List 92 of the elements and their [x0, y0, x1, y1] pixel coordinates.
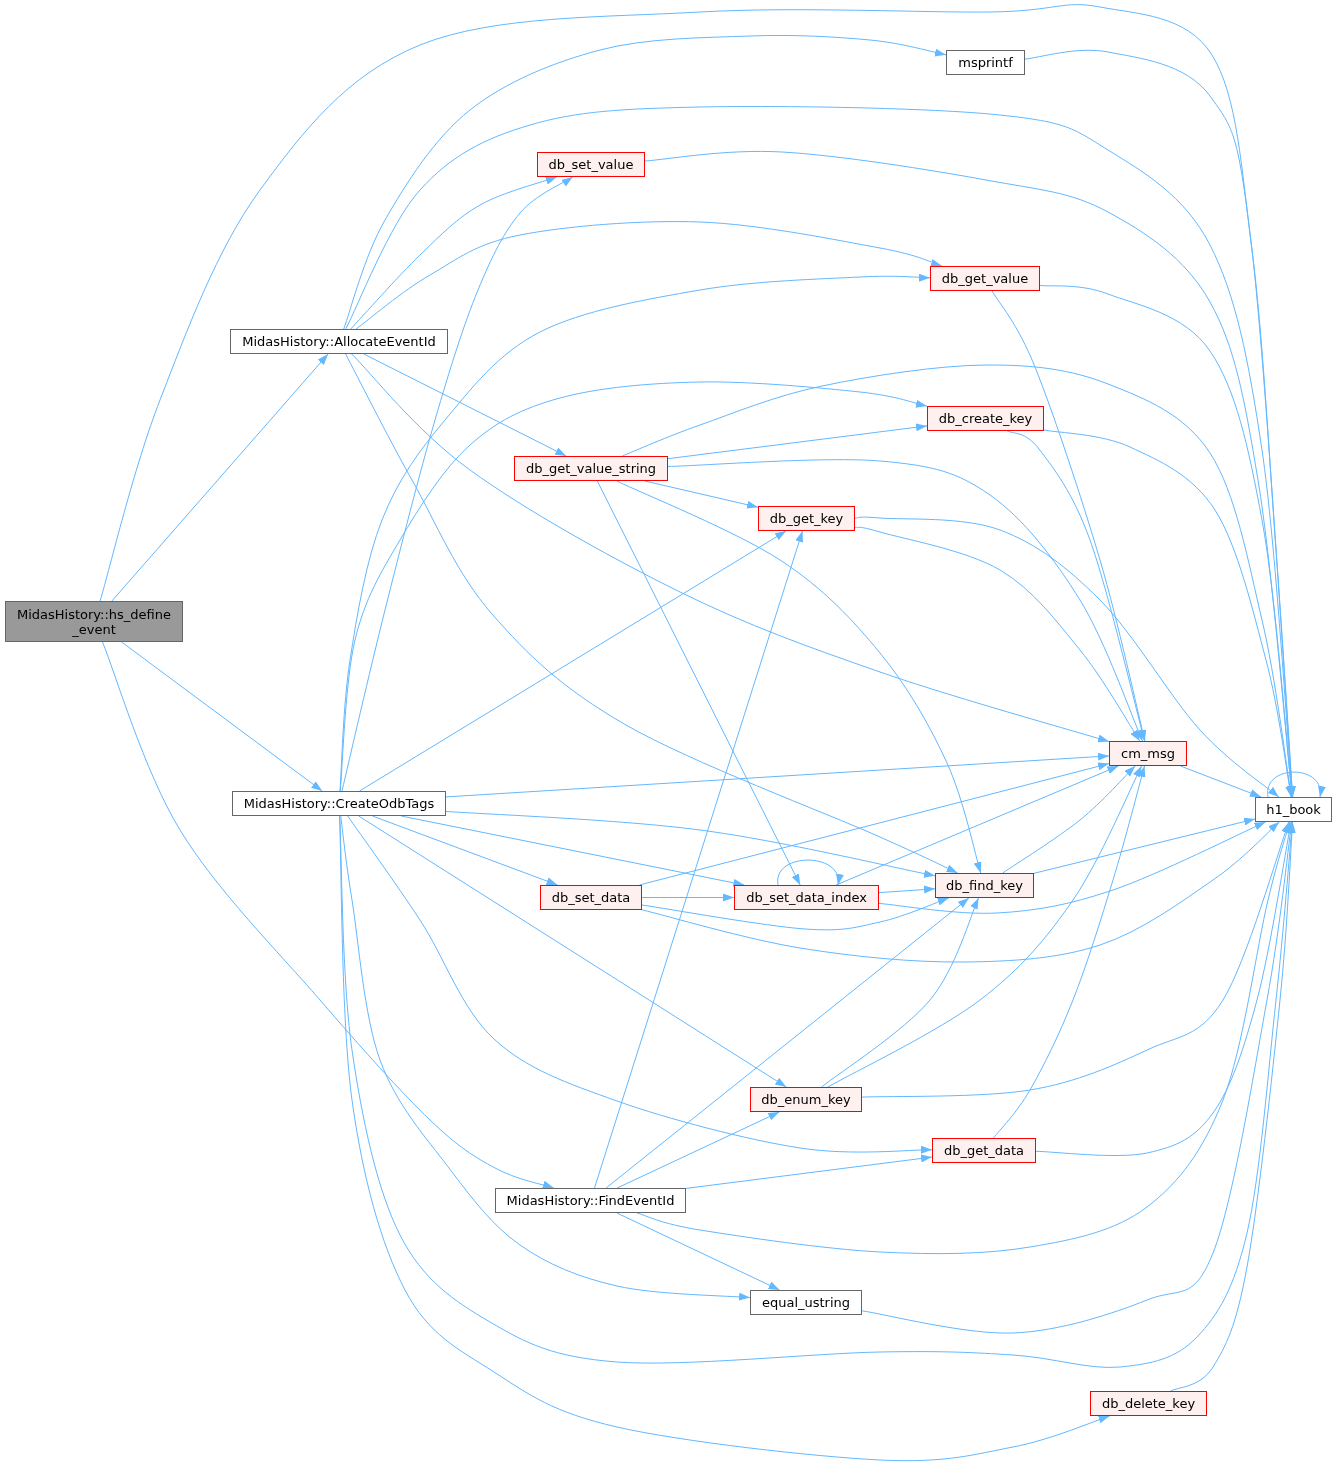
call-arrow [359, 530, 787, 792]
call-arrow [341, 176, 574, 792]
function-box [1090, 1391, 1207, 1416]
call-arrow [445, 810, 936, 878]
call-arrow [667, 459, 1143, 742]
call-arrow [121, 641, 323, 792]
function-box [495, 1188, 686, 1213]
call-arrow [363, 353, 567, 457]
call-arrow [345, 353, 959, 874]
call-arrow [350, 176, 558, 330]
call-arrow [861, 821, 1290, 1098]
function-box [750, 1087, 862, 1112]
call-arrow [347, 815, 933, 1154]
call-arrow [616, 1212, 781, 1291]
recursive-call-arrow [1267, 771, 1325, 798]
call-arrow [667, 423, 928, 460]
function-name: cm_msg [1121, 746, 1175, 761]
function-name: MidasHistory::hs_define _event [15, 606, 173, 637]
function-name: MidasHistory::CreateOdbTags [243, 796, 435, 811]
call-arrow [1043, 429, 1294, 798]
call-arrow [1180, 765, 1262, 798]
call-arrow [596, 480, 801, 886]
function-name: db_get_key [769, 511, 844, 526]
function-box [5, 601, 183, 642]
function-box [932, 1138, 1036, 1163]
call-arrow [644, 480, 759, 509]
function-name: db_find_key [946, 878, 1023, 893]
function-name: db_delete_key [1101, 1396, 1196, 1411]
function-box [230, 329, 448, 354]
function-box [927, 406, 1044, 431]
call-arrow [616, 480, 982, 874]
call-arrow [355, 221, 943, 330]
call-arrow [111, 353, 329, 602]
function-name: db_set_value [548, 157, 634, 172]
call-arrow [835, 765, 1119, 886]
call-arrow [641, 893, 735, 902]
call-arrow [1170, 821, 1296, 1392]
call-arrow [821, 897, 980, 1088]
call-arrow [636, 821, 1291, 1255]
call-arrow [358, 815, 787, 1088]
call-arrow [861, 821, 1295, 1334]
call-arrow [685, 1154, 933, 1189]
function-name: db_get_data [943, 1143, 1025, 1158]
call-arrow [1006, 430, 1146, 742]
call-arrow [1002, 765, 1136, 874]
call-arrow [993, 765, 1146, 1139]
call-arrow [1035, 821, 1294, 1156]
call-arrow [854, 526, 1141, 742]
call-arrow [339, 815, 1111, 1462]
call-arrow [605, 897, 970, 1189]
call-arrow [351, 353, 1110, 743]
function-name: db_set_data_index [746, 890, 867, 905]
call-arrow [878, 885, 936, 894]
call-arrow [340, 815, 751, 1301]
call-arrow [641, 821, 1280, 963]
function-name: db_enum_key [761, 1092, 851, 1107]
function-box [1255, 797, 1332, 822]
function-name: MidasHistory::FindEventId [506, 1193, 675, 1208]
call-arrow [854, 516, 1280, 798]
function-name: equal_ustring [761, 1295, 851, 1310]
function-name: MidasHistory::AllocateEventId [242, 334, 436, 349]
call-arrow [638, 762, 1110, 886]
call-arrow [878, 821, 1266, 914]
function-box [537, 152, 645, 177]
function-box [514, 456, 668, 481]
call-arrow [445, 752, 1110, 798]
call-arrow [621, 364, 1294, 798]
function-name: db_get_value [941, 271, 1029, 286]
function-name: db_get_value_string [525, 461, 657, 476]
call-arrow [343, 34, 947, 330]
function-name: h1_book [1266, 802, 1321, 817]
call-arrow [1033, 817, 1256, 874]
function-box [1109, 741, 1187, 766]
function-name: db_create_key [938, 411, 1033, 426]
function-box [734, 885, 879, 910]
function-box [930, 266, 1040, 291]
function-box [935, 873, 1034, 898]
call-arrow [102, 641, 555, 1189]
function-name: msprintf [958, 55, 1013, 70]
call-arrow [594, 530, 803, 1189]
function-box [232, 791, 446, 816]
function-box [540, 885, 642, 910]
call-arrow [372, 815, 558, 886]
call-arrow [339, 381, 928, 792]
call-arrow [616, 1111, 780, 1189]
function-box [750, 1290, 862, 1315]
function-name: db_set_data [551, 890, 631, 905]
call-arrow [641, 897, 950, 931]
call-arrow [827, 765, 1143, 1088]
function-box [946, 50, 1025, 75]
recursive-call-arrow [777, 859, 842, 886]
function-box [758, 506, 855, 531]
